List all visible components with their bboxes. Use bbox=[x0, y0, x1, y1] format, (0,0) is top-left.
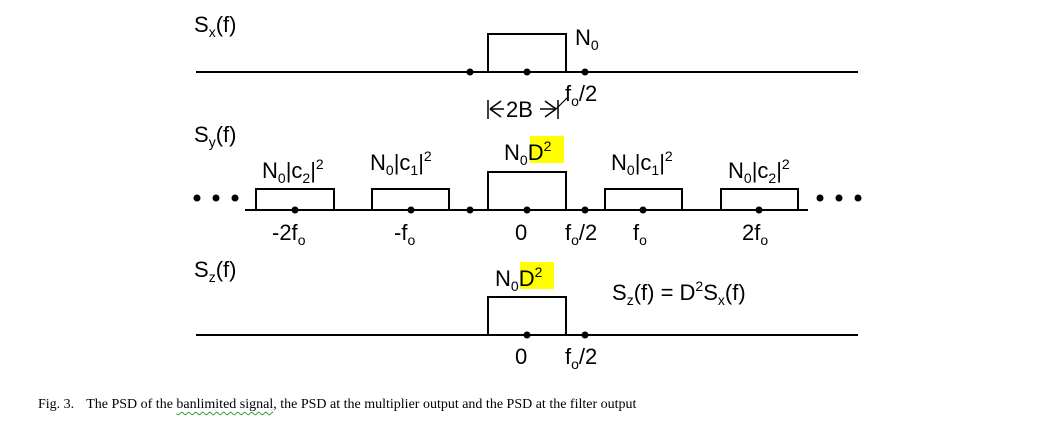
sy-dot-fo2 bbox=[581, 206, 589, 214]
sz-tick-zero: 0 bbox=[515, 344, 527, 369]
sx-dot-left bbox=[466, 68, 474, 76]
sy-box-center bbox=[487, 171, 567, 210]
sz-dot-fo2 bbox=[581, 331, 589, 339]
sz-box bbox=[487, 296, 567, 335]
sy-box-label-4: N0|c1|2 bbox=[611, 148, 673, 178]
caption-number: Fig. 3. bbox=[38, 397, 75, 412]
sy-tick-minus-fo: -fo bbox=[394, 220, 415, 248]
sy-tick-fo2: fo/2 bbox=[565, 220, 597, 248]
sz-box-label: N0D2 bbox=[495, 264, 543, 294]
sz-dot-zero bbox=[523, 331, 531, 339]
sy-box-minus-2fo bbox=[255, 188, 335, 210]
sy-label: Sy(f) bbox=[194, 122, 236, 150]
sy-box-label-1: N0|c2|2 bbox=[262, 156, 324, 186]
sy-dot-minus-fo bbox=[407, 206, 415, 214]
sy-dot-zero bbox=[523, 206, 531, 214]
sy-dot-minus-2fo bbox=[291, 206, 299, 214]
sy-box-plus-fo bbox=[604, 188, 683, 210]
sy-box-plus-2fo bbox=[720, 188, 799, 210]
sz-tick-fo2: fo/2 bbox=[565, 344, 597, 372]
sx-box bbox=[487, 33, 567, 72]
sy-tick-minus-2fo: -2fo bbox=[272, 220, 306, 248]
sy-tick-zero: 0 bbox=[515, 220, 527, 245]
sy-tick-fo: fo bbox=[633, 220, 647, 248]
caption-text-before: The PSD of the bbox=[86, 397, 177, 412]
sx-dot-fo2 bbox=[581, 68, 589, 76]
sy-dot-plus-2fo bbox=[755, 206, 763, 214]
sx-fo2-label: fo/2 bbox=[565, 81, 597, 109]
sy-tick-plus-2fo: 2fo bbox=[742, 220, 768, 248]
sy-ellipsis-left bbox=[193, 194, 239, 202]
caption-text-after: , the PSD at the multiplier output and t… bbox=[273, 397, 637, 412]
bandwidth-marker: 2B bbox=[487, 96, 569, 122]
sz-label: Sz(f) bbox=[194, 257, 236, 285]
bandwidth-label: 2B bbox=[506, 97, 533, 122]
sy-box-label-center: N0D2 bbox=[504, 138, 552, 168]
figure-caption: Fig. 3. The PSD of the banlimited signal,… bbox=[38, 397, 636, 413]
sy-dot-fo bbox=[639, 206, 647, 214]
sx-dot-center bbox=[523, 68, 531, 76]
sx-label: Sx(f) bbox=[194, 12, 236, 40]
sx-box-label: N0 bbox=[575, 25, 599, 53]
sy-ellipsis-right bbox=[816, 194, 862, 202]
sy-highlight bbox=[530, 136, 564, 163]
sz-equation: Sz(f) = D2Sx(f) bbox=[612, 278, 746, 308]
sz-highlight bbox=[520, 262, 554, 289]
sy-box-label-5: N0|c2|2 bbox=[728, 156, 790, 186]
caption-flagged-word[interactable]: banlimited signal bbox=[176, 397, 274, 412]
sy-dot-minus-fo2 bbox=[466, 206, 474, 214]
sy-box-label-2: N0|c1|2 bbox=[370, 148, 432, 178]
sy-box-minus-fo bbox=[371, 188, 450, 210]
psd-figure: Sx(f) N0 fo/2 2B Sy(f) N0|c2| bbox=[193, 12, 862, 372]
